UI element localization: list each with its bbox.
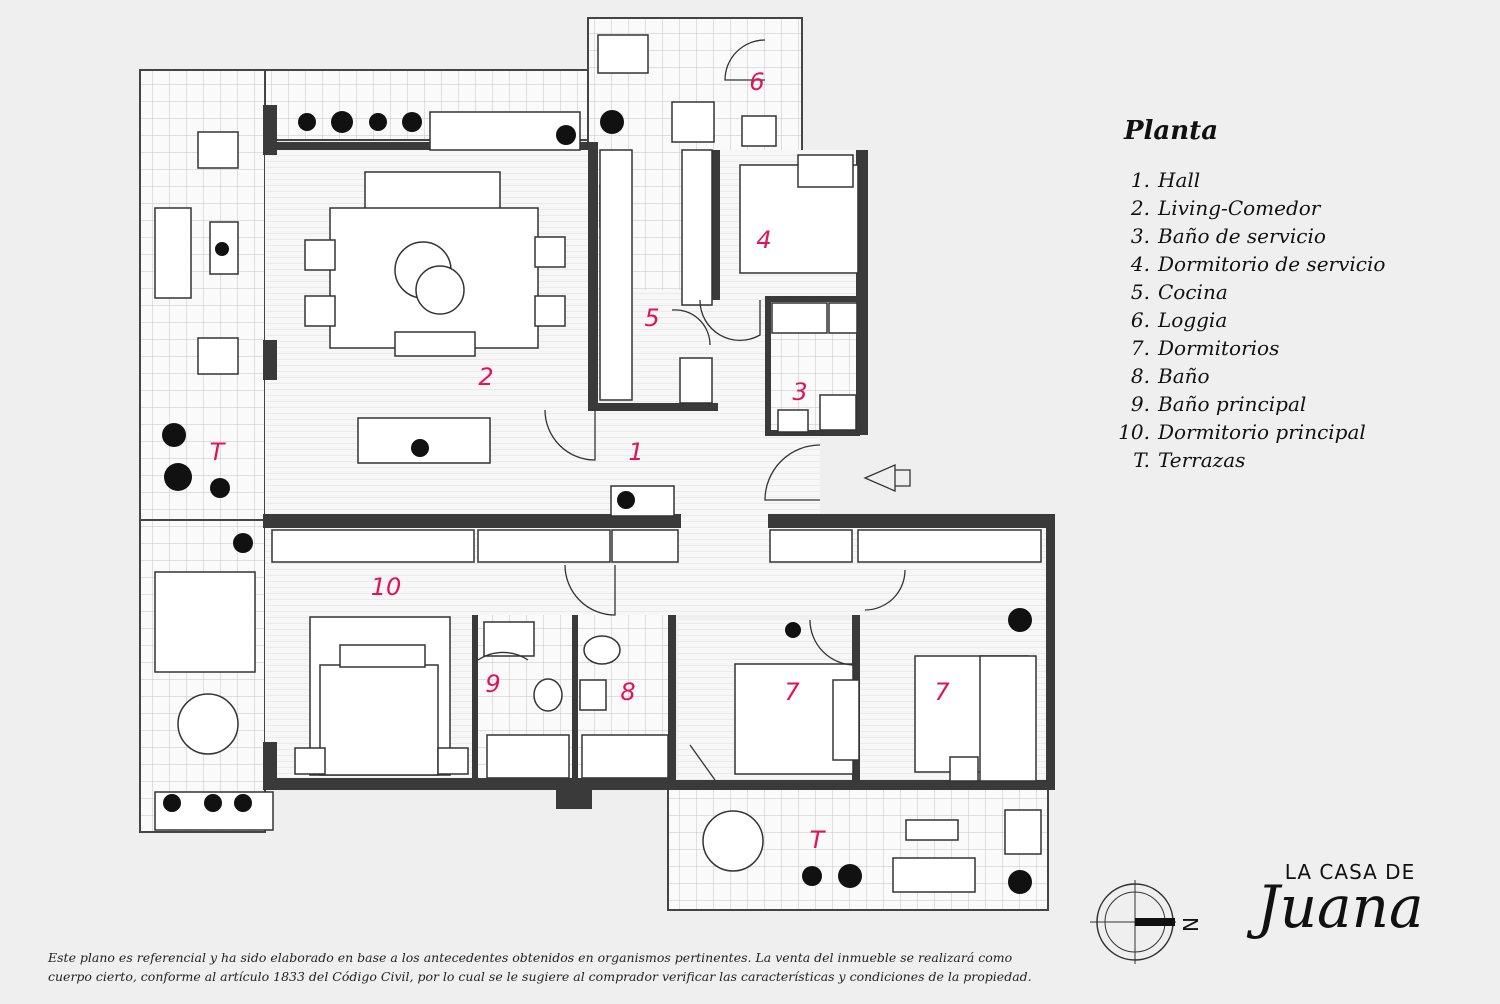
room-number-living: 2: [478, 363, 494, 391]
room-number-bath: 8: [620, 678, 636, 706]
legend: Planta 1.Hall 2.Living-Comedor 3.Baño de…: [1108, 116, 1385, 474]
legend-item: 8.Baño: [1130, 364, 1210, 388]
furniture: [154, 34, 1042, 893]
room-number-service-bedroom: 4: [756, 226, 772, 254]
legend-item: 9.Baño principal: [1130, 392, 1307, 416]
legend-list: 1.Hall 2.Living-Comedor 3.Baño de servic…: [1108, 166, 1385, 474]
disclaimer-line-1: Este plano es referencial y ha sido elab…: [48, 950, 1013, 965]
legend-item: 2.Living-Comedor: [1130, 196, 1321, 220]
legend-item: 7.Dormitorios: [1130, 336, 1280, 360]
room-number-terrace-west: T: [209, 438, 225, 466]
disclaimer: Este plano es referencial y ha sido elab…: [48, 948, 1088, 986]
compass-icon: N: [1090, 880, 1202, 964]
disclaimer-line-2: cuerpo cierto, conforme al artículo 1833…: [48, 969, 1032, 984]
legend-item: 1.Hall: [1130, 168, 1201, 192]
compass-label: N: [1178, 917, 1202, 932]
logo-top: LA CASA DE: [1284, 860, 1416, 884]
entry-arrow: [863, 464, 911, 492]
walls: [263, 105, 1055, 809]
doors: [477, 39, 906, 781]
legend-title: Planta: [1124, 116, 1219, 146]
room-number-main-bath: 9: [485, 670, 501, 698]
logo-script: Juana: [1256, 873, 1424, 941]
plants: [162, 110, 1032, 894]
room-number-hall: 1: [628, 438, 644, 466]
room-number-service-bath: 3: [792, 378, 808, 406]
legend-item: 5.Cocina: [1130, 280, 1228, 304]
room-number-bedroom-a: 7: [784, 678, 800, 706]
room-number-loggia: 6: [749, 68, 765, 96]
legend-item: 10.Dormitorio principal: [1118, 420, 1366, 444]
legend-item: 3.Baño de servicio: [1130, 224, 1326, 248]
brand-logo: LA CASA DE Juana: [1240, 860, 1440, 936]
legend-item: 6.Loggia: [1130, 308, 1228, 332]
room-number-bedroom-b: 7: [934, 678, 950, 706]
room-number-main-bedroom: 10: [370, 573, 402, 601]
room-number-kitchen: 5: [644, 304, 660, 332]
room-number-terrace-south: T: [809, 826, 825, 854]
north-compass: N: [1090, 878, 1210, 972]
legend-item: 4.Dormitorio de servicio: [1130, 252, 1386, 276]
legend-item: T.Terrazas: [1133, 448, 1246, 472]
